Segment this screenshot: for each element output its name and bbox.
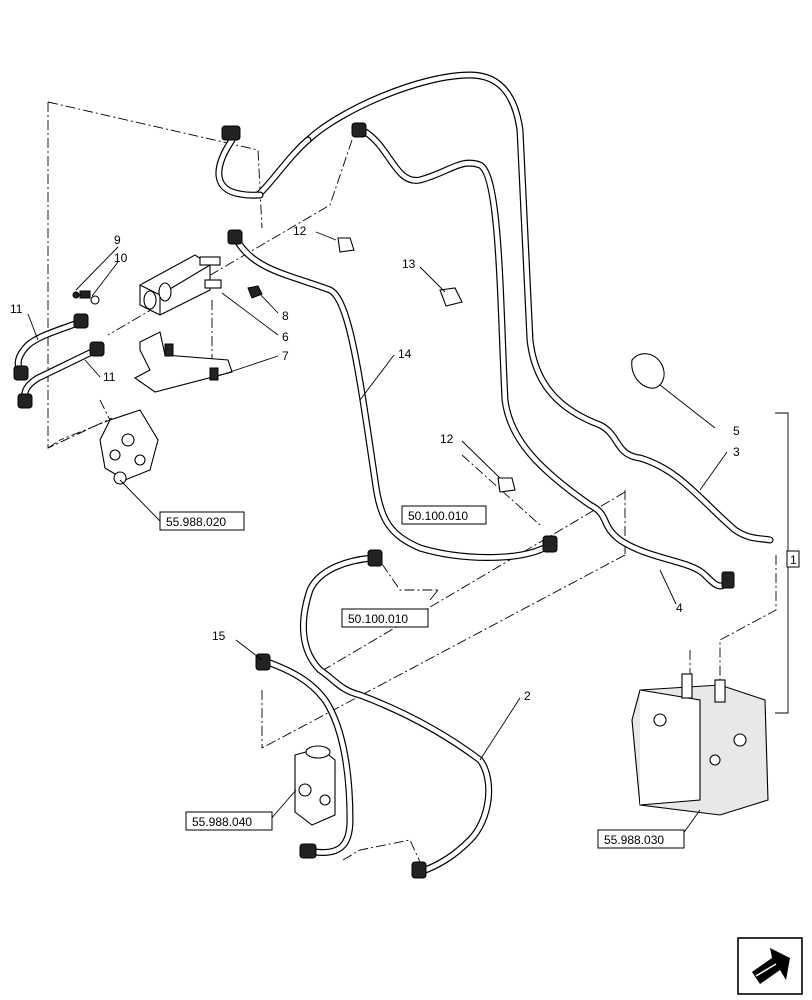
- hose-4: [351, 122, 735, 590]
- callout-10: 10: [114, 251, 128, 265]
- hose-2: [299, 549, 493, 879]
- hoses-11: [13, 313, 105, 409]
- valve-55988020: [99, 409, 159, 485]
- callout-13: 13: [402, 257, 416, 271]
- callout-6: 6: [282, 330, 289, 344]
- ref-50100010-b: 50.100.010: [348, 612, 408, 626]
- ref-50100010-a: 50.100.010: [408, 509, 468, 523]
- callout-11b: 11: [103, 370, 116, 384]
- hose-15: [255, 653, 354, 859]
- ref-55988030: 55.988.030: [604, 833, 664, 847]
- callout-1-box: [786, 550, 800, 568]
- ref-55988020: 55.988.020: [166, 515, 226, 529]
- callout-3: 3: [733, 445, 740, 459]
- callout-2: 2: [524, 689, 531, 703]
- reference-boxes: 55.988.020 50.100.010 50.100.010 55.988.…: [159, 505, 685, 849]
- ref-55988040: 55.988.040: [192, 815, 252, 829]
- callout-8: 8: [282, 309, 289, 323]
- bracket: [133, 331, 233, 393]
- callout-5: 5: [733, 424, 740, 438]
- callout-9: 9: [114, 233, 121, 247]
- callout-14: 14: [398, 347, 412, 361]
- callout-4: 4: [676, 601, 683, 615]
- callout-1: 1: [790, 553, 797, 567]
- valve-55988040: [294, 745, 336, 826]
- callout-12b: 12: [440, 432, 454, 446]
- hose-14: [227, 229, 558, 561]
- callout-12a: 12: [293, 224, 307, 238]
- next-page-icon[interactable]: [737, 937, 803, 995]
- hose-filter-upper: [215, 125, 264, 199]
- clamps: [337, 237, 665, 493]
- filter-block: [139, 254, 222, 316]
- callout-7: 7: [282, 349, 289, 363]
- callout-11a: 11: [10, 302, 23, 316]
- callout-15: 15: [212, 629, 226, 643]
- hose-3: [254, 71, 774, 544]
- callouts: 9 10 11 11 8 6 7 12 13 14 12 5 3 4 2 15 …: [10, 224, 800, 703]
- fasteners: [72, 285, 263, 305]
- valve-55988030: [631, 673, 769, 816]
